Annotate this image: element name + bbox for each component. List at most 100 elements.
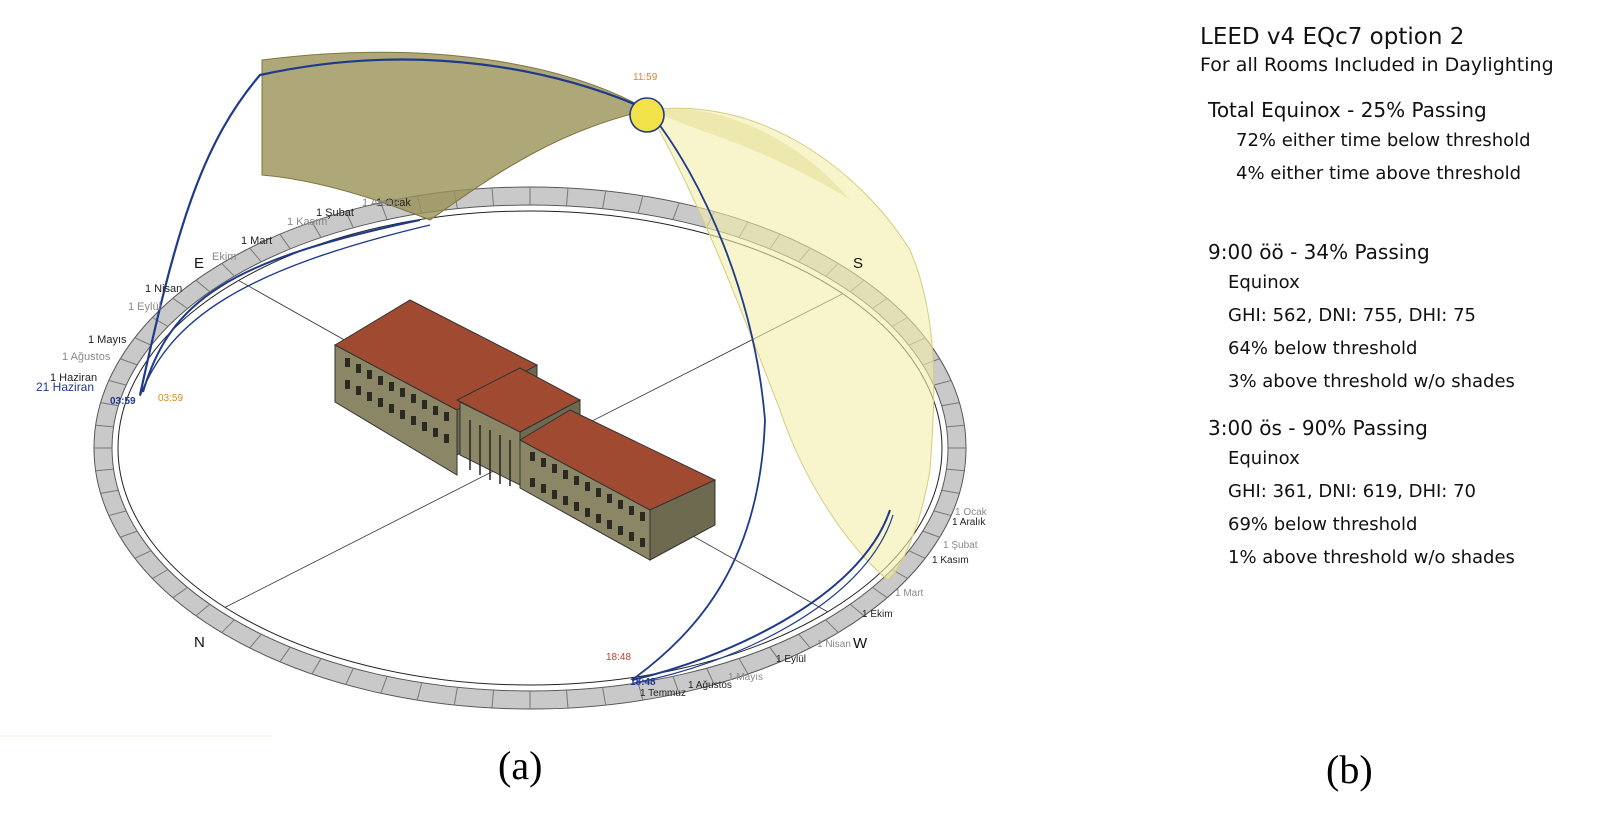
month-label: 1 Ekim: [862, 609, 893, 620]
ring-tick: [933, 510, 952, 517]
ring-tick: [95, 468, 114, 472]
dome-side-highlight: [648, 108, 850, 200]
month-label: 1 Mart: [241, 235, 272, 247]
building-window: [563, 470, 568, 479]
month-label: 1 Ağustos: [62, 351, 111, 363]
building-window: [541, 484, 546, 493]
compass-east-label: E: [194, 255, 204, 272]
building-window: [378, 398, 383, 407]
section-line: Equinox: [1228, 448, 1300, 469]
month-label: 21 Haziran: [36, 380, 94, 394]
building-window: [433, 428, 438, 437]
sun-path-curves: [138, 58, 894, 684]
building-window: [433, 406, 438, 415]
ring-tick: [416, 682, 423, 701]
month-label: 1 Şubat: [316, 207, 354, 219]
building-window: [530, 478, 535, 487]
month-label: 1 Kasım: [287, 216, 327, 228]
month-label: Ekim: [212, 251, 236, 263]
ring-tick: [195, 279, 211, 293]
ring-tick: [249, 633, 262, 649]
building-window: [607, 494, 612, 503]
sunrise-alt-time-label: 03:59: [158, 393, 183, 404]
ring-tick: [849, 603, 865, 617]
ring-tick: [908, 550, 926, 559]
section-line: 1% above threshold w/o shades: [1228, 547, 1515, 568]
section-line: 64% below threshold: [1228, 338, 1418, 359]
compass-south-label: S: [853, 255, 863, 272]
building-window: [585, 482, 590, 491]
ring-tick: [872, 586, 888, 599]
ring-tick: [946, 424, 965, 428]
ring-tick: [120, 530, 138, 538]
building-window: [345, 380, 350, 389]
section-line: 72% either time below threshold: [1236, 130, 1531, 151]
building-window: [444, 434, 449, 443]
building-window: [596, 488, 601, 497]
ring-tick: [152, 569, 169, 579]
building-window: [422, 400, 427, 409]
month-label: 1 Nisan: [817, 639, 851, 650]
ring-tick: [100, 489, 119, 494]
ring-tick: [738, 658, 749, 675]
building-window: [585, 508, 590, 517]
ring-tick: [221, 619, 235, 633]
building-window: [389, 404, 394, 413]
month-label: 1 Aralık: [952, 517, 986, 528]
ring-tick: [941, 402, 960, 407]
month-label: 1 Eylül: [776, 654, 806, 665]
sunset-alt-time-label: 18:48: [630, 677, 656, 688]
building-window: [411, 416, 416, 425]
ring-tick: [134, 337, 152, 346]
ring-tick: [345, 668, 354, 685]
building-window: [378, 376, 383, 385]
ring-tick: [100, 402, 119, 407]
ring-tick: [602, 190, 607, 209]
ring-tick: [311, 221, 322, 238]
dome-back-surface: [261, 51, 650, 221]
ring-tick: [108, 510, 127, 517]
month-label: 1 Mayıs: [728, 672, 763, 683]
leed-results-panel: LEED v4 EQc7 option 2 For all Rooms Incl…: [1200, 22, 1590, 574]
month-label: 1 Mayıs: [88, 334, 127, 346]
building-window: [411, 394, 416, 403]
panel-title: LEED v4 EQc7 option 2: [1200, 24, 1465, 50]
ring-tick: [637, 682, 644, 701]
section-heading: 9:00 öö - 34% Passing: [1208, 240, 1430, 264]
month-label: 1 Haziran: [50, 372, 97, 384]
ring-tick: [565, 187, 569, 206]
ring-tick: [345, 211, 354, 228]
section-line: Equinox: [1228, 272, 1300, 293]
compass-ring: [93, 186, 967, 710]
ring-tick: [637, 195, 644, 214]
ring-tick: [221, 263, 235, 277]
ring-tick: [798, 633, 811, 649]
panel-subtitle: For all Rooms Included in Daylighting: [1200, 54, 1554, 76]
building-window: [596, 514, 601, 523]
building-window: [367, 392, 372, 401]
ring-tick: [491, 690, 495, 709]
building-window: [345, 358, 350, 367]
sun-icon: [629, 97, 665, 133]
ring-tick: [172, 297, 188, 310]
building-model: [333, 299, 717, 561]
ring-tick: [565, 690, 569, 709]
noon-time-label: 11:59: [633, 72, 658, 83]
building-window: [607, 520, 612, 529]
month-label: 1 Aralık: [362, 197, 399, 209]
month-label: 1 Eylül: [128, 301, 161, 313]
ring-tick: [769, 646, 781, 663]
compass-north-label: N: [194, 634, 205, 651]
caption-a: (a): [498, 743, 543, 788]
ring-tick: [602, 687, 607, 706]
month-label: 1 Şubat: [943, 540, 978, 551]
building-window: [640, 512, 645, 521]
building-window: [367, 370, 372, 379]
building-window: [552, 490, 557, 499]
ring-tick: [380, 676, 388, 694]
building-window: [400, 388, 405, 397]
ring-tick: [279, 233, 291, 250]
building-window: [629, 506, 634, 515]
building-window: [618, 500, 623, 509]
